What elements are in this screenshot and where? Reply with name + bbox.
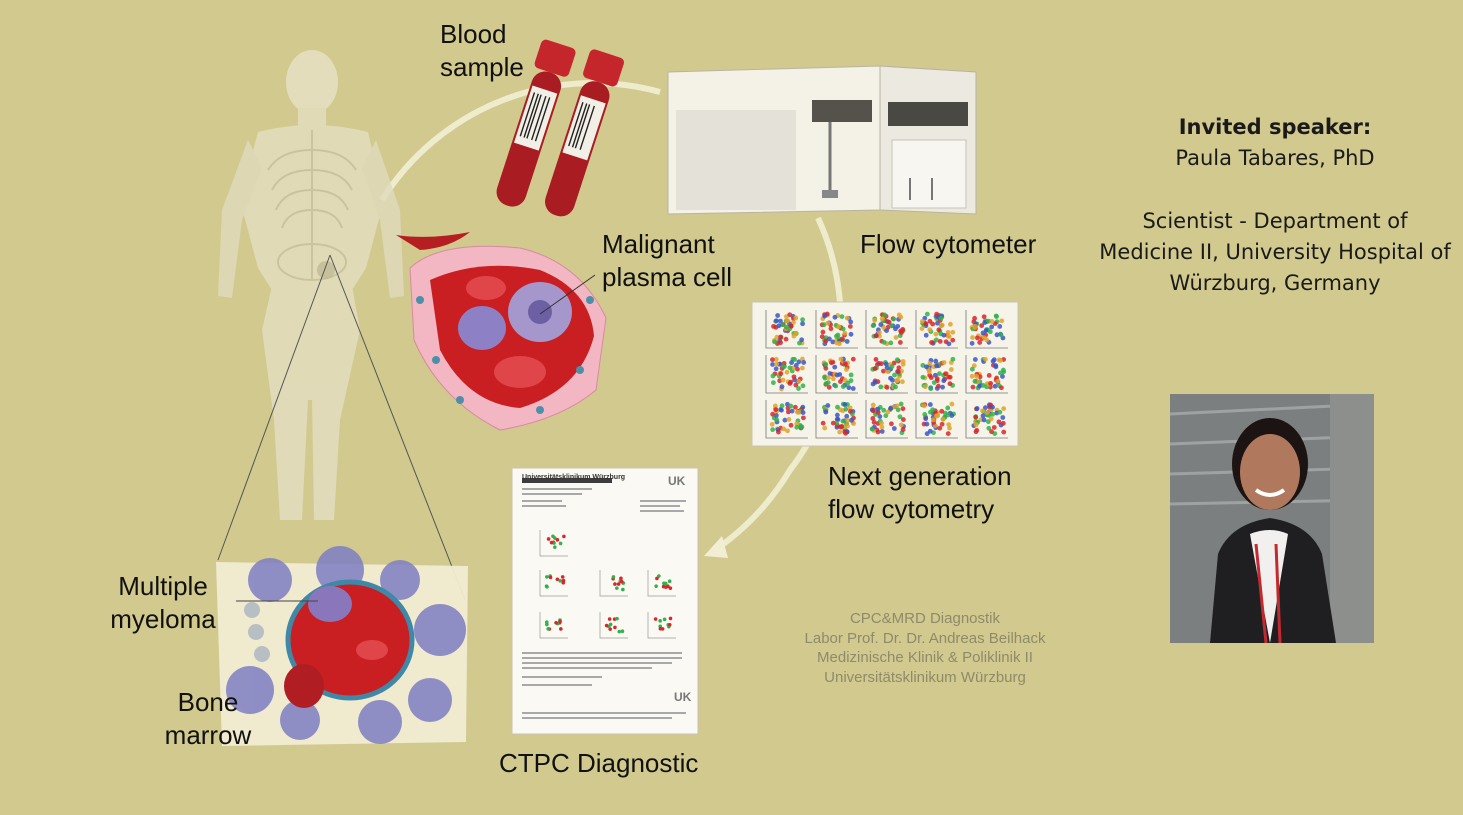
flow-plot <box>765 355 808 394</box>
myeloma-label-line2: myeloma <box>110 604 216 634</box>
flow-plot <box>815 400 858 439</box>
report-plot <box>539 570 568 597</box>
blood-sample-label-line2: sample <box>440 52 524 82</box>
flow-plot <box>865 400 908 439</box>
report-logo: UK <box>668 474 686 488</box>
lab-line1: CPC&MRD Diagnostik <box>849 610 1001 627</box>
flow-cytometer-illustration <box>667 65 977 215</box>
blood-sample-label-line1: Blood <box>440 19 507 49</box>
lab-line4: Universitätsklinikum Würzburg <box>824 668 1026 686</box>
malignant-plasma-cell-label: Malignant plasma cell <box>602 228 732 294</box>
flow-plot <box>915 310 958 349</box>
flow-cytometer-label: Flow cytometer <box>860 229 1037 259</box>
flow-plot <box>915 355 958 394</box>
flow-plot <box>965 310 1008 349</box>
zoom-line-left <box>217 254 331 561</box>
plasma-cell-label-line1: Malignant <box>602 229 715 259</box>
flow-plot <box>965 355 1008 394</box>
speaker-photo <box>1170 394 1374 643</box>
report-plot <box>539 530 568 557</box>
ngf-label: Next generation flow cytometry <box>828 460 1012 526</box>
plasma-cell-label-line2: plasma cell <box>602 262 733 292</box>
plasma-cell-pointer <box>539 274 596 315</box>
flow-plot <box>865 355 908 394</box>
bone-marrow-label-line2: marrow <box>164 720 252 750</box>
speaker-role-line3: Würzburg, Germany <box>1169 271 1381 295</box>
speaker-name: Paula Tabares, PhD <box>1175 146 1375 170</box>
lab-credits: CPC&MRD Diagnostik Labor Prof. Dr. Dr. A… <box>760 609 1090 687</box>
report-plot <box>647 612 676 639</box>
myeloma-label-line1: Multiple <box>118 571 208 601</box>
ngf-label-line2: flow cytometry <box>828 494 995 524</box>
workflow-arrowhead <box>704 536 728 558</box>
report-plot <box>599 570 628 597</box>
bone-marrow-illustration <box>216 546 468 746</box>
blood-vessel-illustration <box>396 232 607 431</box>
bone-marrow-label: Bone marrow <box>160 686 256 752</box>
flow-plot <box>815 310 858 349</box>
speaker-heading: Invited speaker: <box>1178 115 1372 139</box>
speaker-info: Invited speaker: Paula Tabares, PhD Scie… <box>1090 112 1460 299</box>
lab-line3: Medizinische Klinik & Poliklinik II <box>817 649 1033 666</box>
lab-line2: Labor Prof. Dr. Dr. Andreas Beilhack <box>804 629 1046 647</box>
human-body-illustration <box>218 50 404 520</box>
ctpc-diagnostic-label: CTPC Diagnostic <box>499 748 699 778</box>
ngf-label-line1: Next generation <box>828 461 1012 491</box>
flow-plot <box>815 355 858 394</box>
speaker-role-line2: Medicine II, University Hospital of <box>1099 240 1451 264</box>
zoom-line-right <box>329 254 466 601</box>
flow-plot <box>965 400 1008 439</box>
bone-marrow-label-line1: Bone <box>177 687 239 717</box>
flow-plot <box>765 310 808 349</box>
flow-plots-panel <box>751 301 1019 447</box>
report-header: Universitätsklinikum Würzburg <box>522 474 626 481</box>
multiple-myeloma-label: Multiple myeloma <box>107 570 219 636</box>
report-plot <box>599 612 628 639</box>
blood-sample-tubes <box>496 39 624 217</box>
speaker-role-line1: Scientist - Department of <box>1142 209 1408 233</box>
report-logo-bottom: UK <box>674 690 692 704</box>
flow-plot <box>915 400 958 439</box>
report-plot <box>539 612 568 639</box>
flow-plot <box>865 310 908 349</box>
report-plot <box>647 570 676 597</box>
flow-plot <box>765 400 808 439</box>
blood-sample-label: Blood sample <box>440 18 524 84</box>
ctpc-report-document <box>511 467 699 735</box>
